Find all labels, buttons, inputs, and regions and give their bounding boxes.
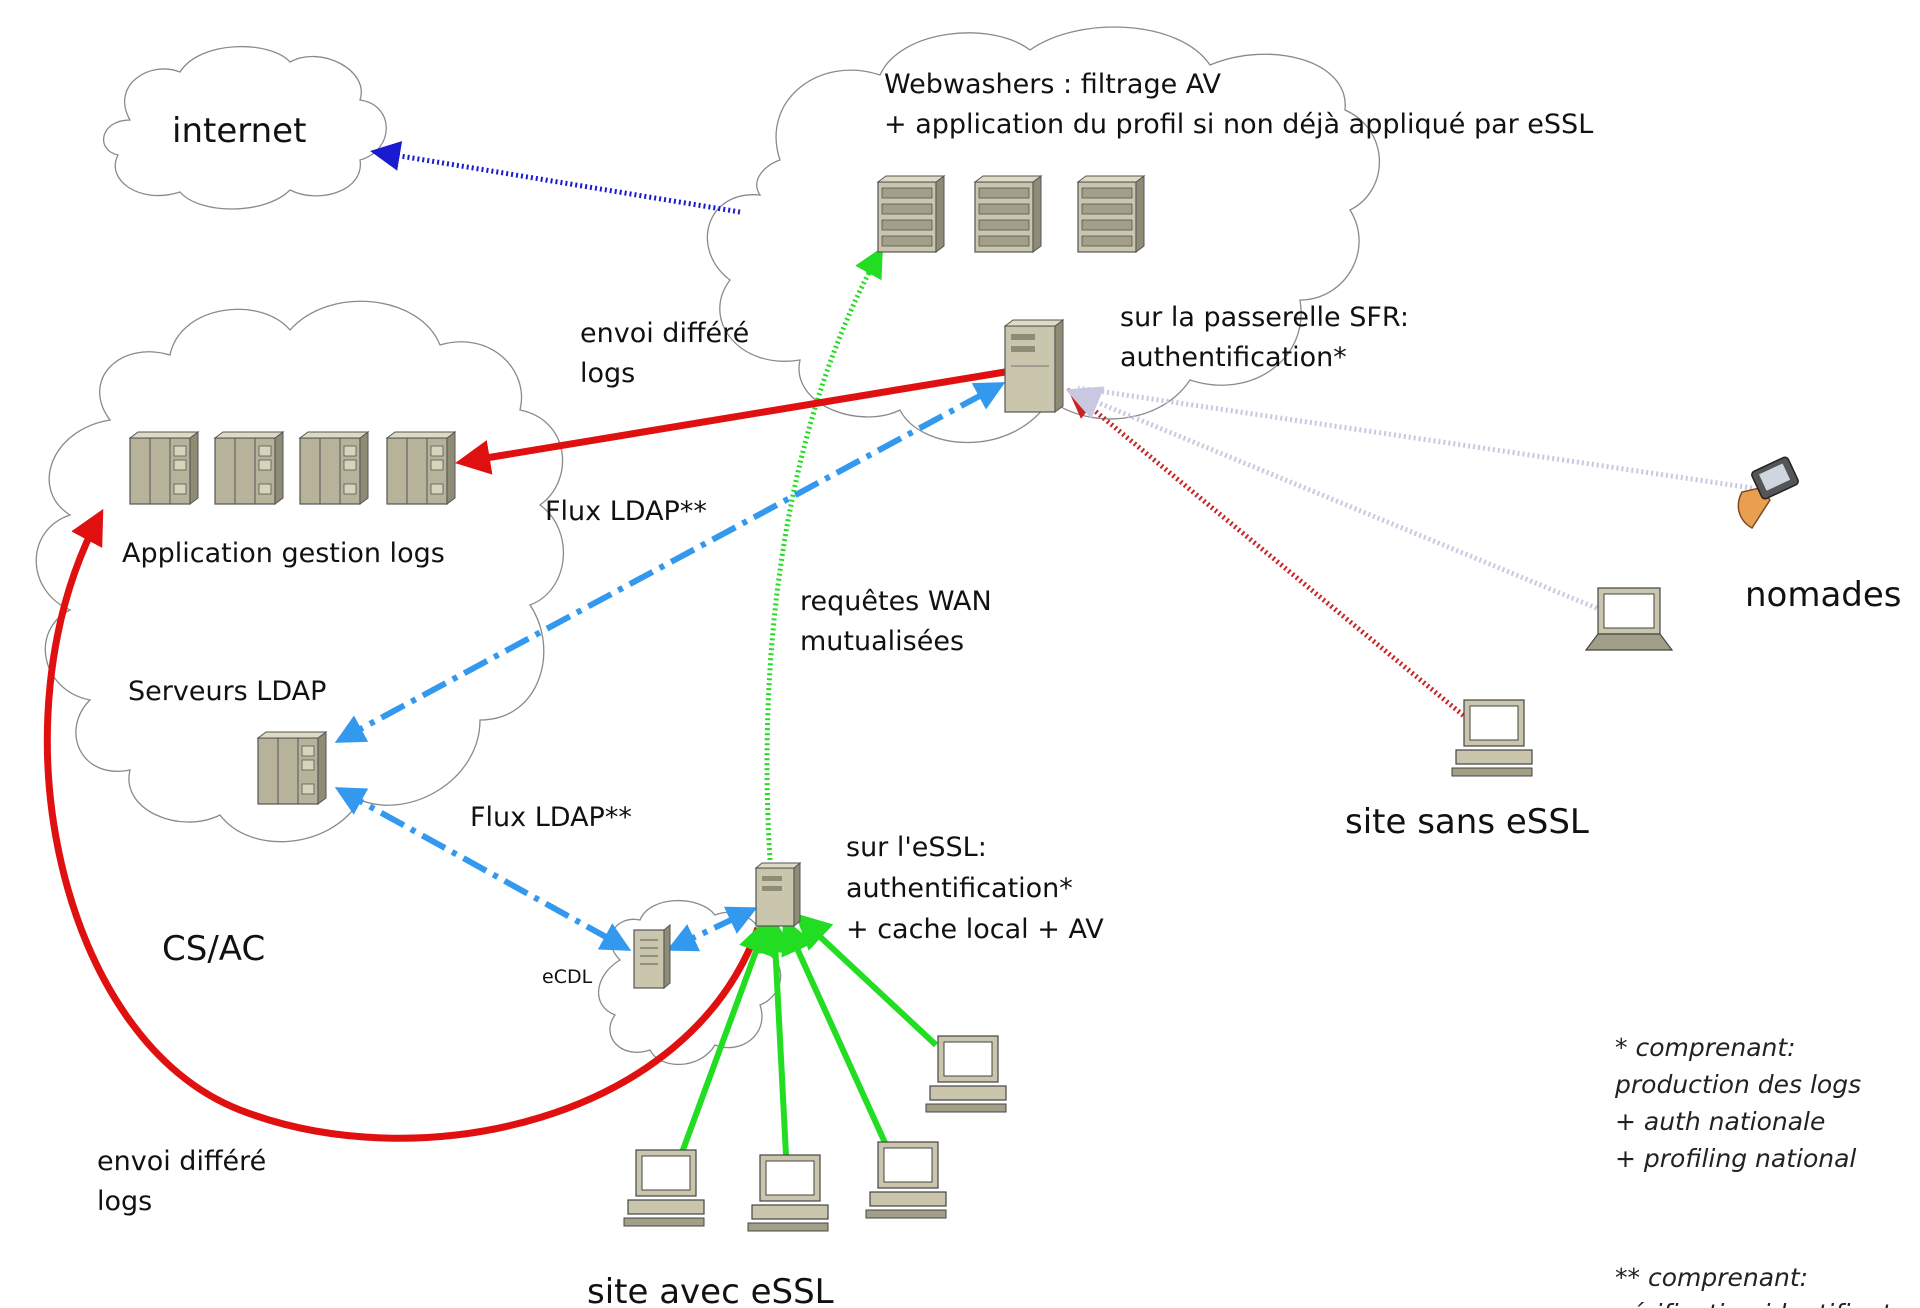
- cloud-cs-ac-label: CS/AC: [162, 929, 265, 969]
- footnote-1: production des logs: [1614, 1070, 1861, 1099]
- footnote-1: * comprenant:: [1615, 1033, 1796, 1062]
- webwashers-subtitle: + application du profil si non déjà appl…: [884, 109, 1593, 140]
- workstation-icon: [865, 1141, 947, 1219]
- envoi-differe-label: envoi différé: [97, 1146, 266, 1177]
- workstation-icon: [747, 1154, 829, 1232]
- workstation-icon: [925, 1035, 1007, 1113]
- pda-hand-icon: [1737, 456, 1799, 530]
- link-ldap-ecdl: [334, 787, 632, 951]
- workstation-icon: [623, 1149, 705, 1227]
- link-site-sans-essl-passerelle: [1067, 388, 1477, 727]
- log-server-icon: [299, 431, 369, 505]
- cloud-internet: [103, 46, 387, 210]
- nomades-label: nomades: [1745, 575, 1902, 615]
- link-pc1-essl: [677, 917, 773, 1160]
- serveurs-ldap-label: Serveurs LDAP: [128, 676, 326, 707]
- link-nomade-pda-passerelle: [1077, 385, 1753, 491]
- cloud-internet-label: internet: [172, 111, 306, 151]
- webwasher-server-icon: [1077, 175, 1145, 253]
- requetes-wan-label: requêtes WAN: [800, 586, 992, 617]
- webwasher-server-icon: [974, 175, 1042, 253]
- link-ecdl-essl: [666, 906, 758, 952]
- flux-ldap-label: Flux LDAP**: [470, 802, 632, 833]
- cloud-webwashers: [706, 26, 1380, 443]
- log-server-icon: [386, 431, 456, 505]
- ecdl-label: eCDL: [542, 966, 593, 988]
- footnote-1: + profiling national: [1615, 1144, 1856, 1173]
- log-server-icon: [129, 431, 199, 505]
- link-ldap-passerelle: [334, 382, 1006, 743]
- essl-label: + cache local + AV: [846, 914, 1104, 945]
- link-pc2-essl: [757, 916, 794, 1156]
- envoi-differe-label: envoi différé: [580, 318, 749, 349]
- link-essl-logs: [43, 508, 762, 1142]
- link-webwashers-internet: [370, 141, 741, 215]
- ecdl-server-icon: [633, 923, 671, 990]
- webwashers-title: Webwashers : filtrage AV: [884, 69, 1222, 100]
- app-gestion-logs-label: Application gestion logs: [122, 538, 445, 569]
- essl-server-icon: [754, 861, 802, 928]
- footnote-2: ** comprenant:: [1615, 1263, 1808, 1292]
- footnote-2: vérification identifiant: [1615, 1299, 1893, 1308]
- laptop-icon: [1585, 587, 1673, 651]
- workstation-icon: [1451, 699, 1533, 777]
- log-server-icon: [214, 431, 284, 505]
- site-avec-essl-label: site avec eSSL: [587, 1272, 834, 1308]
- link-pc4-essl: [794, 913, 939, 1048]
- passerelle-label: authentification*: [1120, 342, 1347, 373]
- webwasher-server-icon: [877, 175, 945, 253]
- passerelle-sfr-server-icon: [1004, 319, 1064, 413]
- envoi-differe-label: logs: [580, 358, 635, 389]
- link-nomade-laptop-passerelle: [1065, 386, 1607, 615]
- cloud-essl-local: [598, 899, 782, 1066]
- essl-label: authentification*: [846, 873, 1073, 904]
- flux-ldap-label: Flux LDAP**: [545, 496, 707, 527]
- ldap-server-icon: [257, 731, 327, 805]
- footnote-1: + auth nationale: [1615, 1107, 1825, 1136]
- requetes-wan-label: mutualisées: [800, 626, 964, 657]
- envoi-differe-label: logs: [97, 1186, 152, 1217]
- passerelle-label: sur la passerelle SFR:: [1120, 302, 1409, 333]
- link-pc3-essl: [781, 917, 889, 1147]
- site-sans-essl-label: site sans eSSL: [1345, 802, 1589, 842]
- essl-label: sur l'eSSL:: [846, 832, 987, 863]
